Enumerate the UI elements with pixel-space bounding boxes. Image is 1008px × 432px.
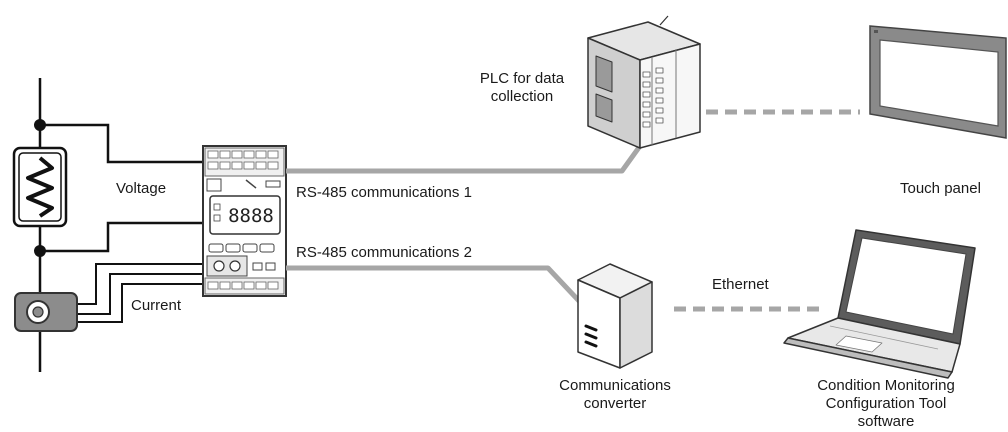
rs485-1-label: RS-485 communications 1	[296, 184, 472, 201]
current-label: Current	[131, 297, 182, 314]
laptop-icon	[783, 229, 976, 379]
junction-dot-top	[34, 119, 46, 131]
communications-converter-icon	[577, 263, 653, 369]
load-resistor-icon	[12, 146, 68, 228]
plc-label-line-1: PLC for data	[479, 70, 565, 87]
current-sensor-icon	[14, 292, 78, 332]
ethernet-label: Ethernet	[712, 276, 769, 293]
plc-label-line-2: collection	[490, 88, 554, 105]
junction-dot-bottom	[34, 245, 46, 257]
converter-label-line-1: Communications	[559, 377, 671, 394]
rs485-2-label: RS-485 communications 2	[296, 244, 472, 261]
touch-panel-label: Touch panel	[900, 180, 981, 197]
software-label-line-3: software	[857, 413, 915, 430]
touch-panel-icon	[869, 25, 1007, 139]
device-display-readout: 8888	[228, 205, 274, 227]
converter-label: Communications converter	[545, 377, 685, 413]
plc-label: PLC for data collection	[462, 70, 582, 106]
rs485-cable-2	[286, 265, 582, 304]
software-label-line-1: Condition Monitoring	[817, 377, 955, 394]
monitoring-unit: 8888	[202, 145, 287, 297]
software-label-line-2: Configuration Tool	[825, 395, 947, 412]
plc-icon	[587, 15, 701, 149]
voltage-label: Voltage	[116, 180, 167, 197]
software-label: Condition Monitoring Configuration Tool …	[786, 377, 986, 431]
converter-label-line-2: converter	[583, 395, 647, 412]
rs485-cable-1	[286, 144, 643, 174]
